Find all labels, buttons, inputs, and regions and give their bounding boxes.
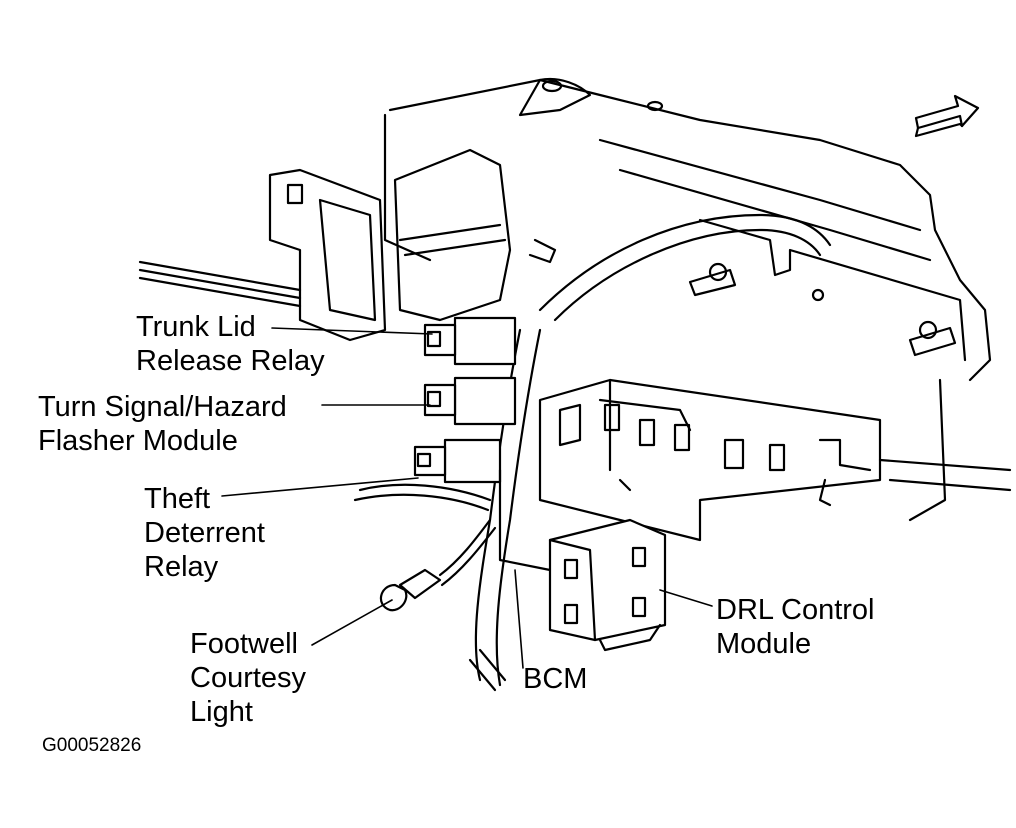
- label-line: Trunk Lid: [136, 311, 256, 343]
- label-theft-deterrent-relay: Theft Deterrent Relay: [144, 482, 265, 584]
- leader-theft: [221, 477, 419, 497]
- leader-drl: [659, 589, 713, 607]
- drl-control-module: [548, 518, 667, 652]
- label-turn-signal-hazard-flasher-module: Turn Signal/Hazard Flasher Module: [38, 390, 287, 458]
- label-line: Light: [190, 696, 253, 728]
- figure-code: G00052826: [42, 735, 142, 756]
- label-line: Courtesy: [190, 662, 307, 694]
- forward-arrow-icon: [914, 94, 980, 138]
- theft-deterrent-relay: [413, 438, 502, 484]
- bcm-module: [498, 378, 882, 572]
- label-line: Flasher Module: [38, 425, 238, 457]
- label-line: Release Relay: [136, 345, 325, 377]
- label-line: Footwell: [190, 628, 298, 660]
- label-bcm: BCM: [523, 663, 588, 695]
- label-line: Relay: [144, 551, 219, 583]
- label-footwell-courtesy-light: Footwell Courtesy Light: [190, 627, 306, 729]
- leader-bcm: [514, 569, 524, 669]
- relay-bracket: [138, 148, 557, 342]
- label-line: Turn Signal/Hazard: [38, 391, 287, 423]
- label-line: Module: [716, 628, 812, 660]
- leader-footwell: [311, 599, 393, 646]
- label-line: Theft: [144, 483, 211, 515]
- label-line: Deterrent: [144, 517, 265, 549]
- label-drl-control-module: DRL Control Module: [716, 593, 874, 661]
- leader-trunk-lid: [271, 327, 433, 335]
- footwell-courtesy-light: [379, 518, 497, 612]
- callout-leaders: [221, 327, 713, 669]
- label-trunk-lid-release-relay: Trunk Lid Release Relay: [136, 310, 325, 378]
- trunk-lid-release-relay: [423, 316, 517, 366]
- turn-signal-flasher-module: [423, 376, 517, 426]
- label-line: DRL Control: [716, 594, 875, 626]
